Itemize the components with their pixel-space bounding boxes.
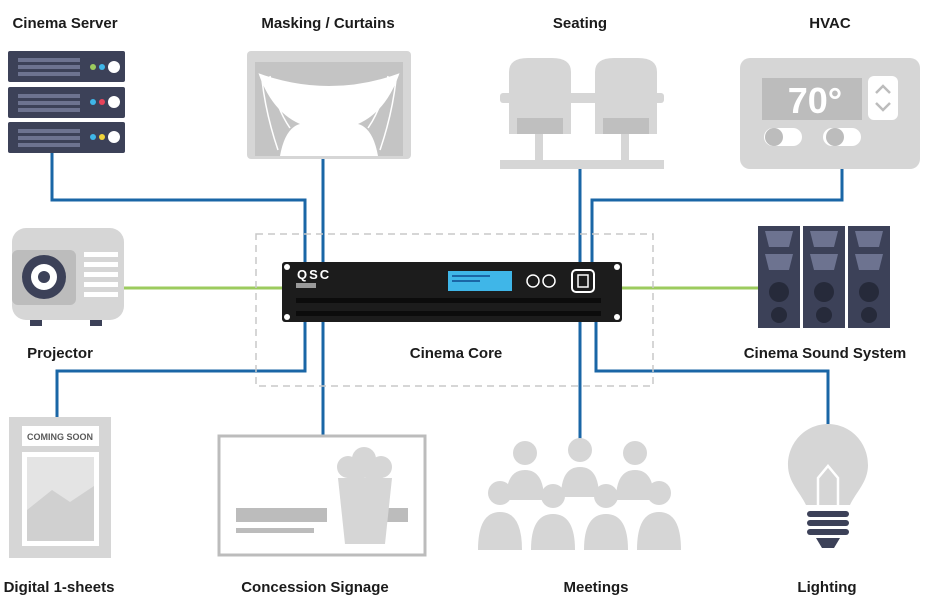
core-brand-logo: QSC [297,267,331,282]
connections [50,150,844,440]
core-boundary [255,233,654,387]
link-hvac-core [590,168,844,262]
cinema-core-unit [282,262,622,322]
concession-screen-icon [217,434,427,557]
popcorn-icon [337,447,392,544]
meeting-people-icon [478,438,681,550]
label-cinema-server: Cinema Server [12,15,118,32]
label-hvac: HVAC [809,15,851,32]
label-projector: Projector [27,345,93,362]
label-meetings: Meetings [563,579,629,596]
label-digital-1-sheets: Digital 1-sheets [3,579,115,596]
label-masking-curtains: Masking / Curtains [261,15,395,32]
seating-icon [500,58,664,169]
label-seating: Seating [552,15,608,32]
projector-icon [12,228,124,326]
label-concession-signage: Concession Signage [241,579,389,596]
thermostat-icon [740,58,920,169]
label-cinema-core: Cinema Core [409,345,503,362]
thermostat-temperature: 70° [788,80,842,121]
link-core-sheets [55,322,307,418]
poster-icon [9,417,111,558]
label-cinema-sound-system: Cinema Sound System [743,345,907,362]
curtain-icon [247,51,411,159]
server-icon [8,51,125,153]
poster-banner: COMING SOON [27,432,93,442]
link-core-lighting [594,322,830,425]
link-server-core [50,150,307,262]
label-lighting: Lighting [797,579,857,596]
speaker-icon [758,226,890,328]
light-bulb-icon [788,424,868,548]
